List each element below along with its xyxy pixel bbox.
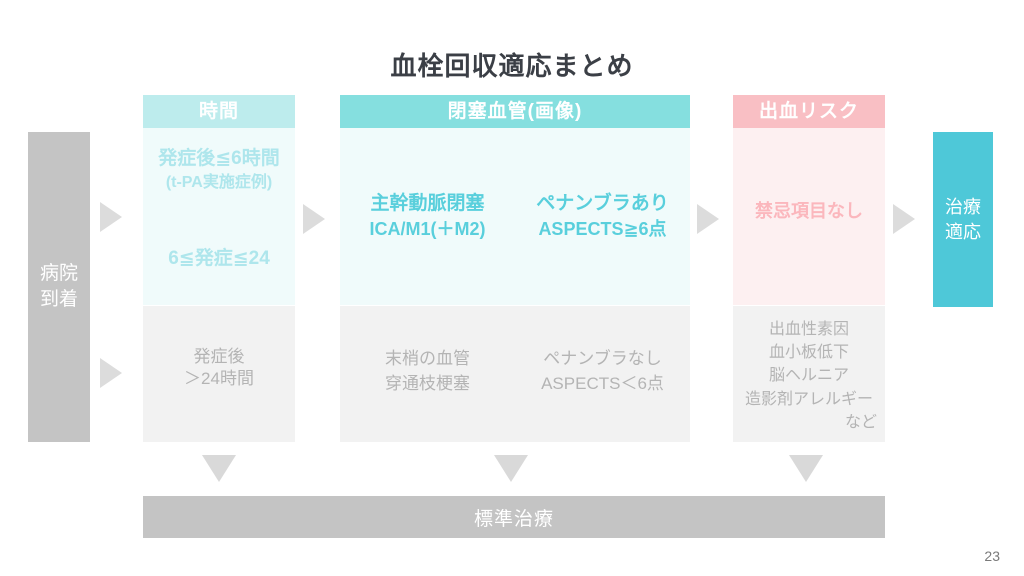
risk-eligible-label: 禁忌項目なし [755, 201, 863, 221]
time-eligible-line3: 6≦発症≦24 [168, 248, 270, 269]
hospital-arrival-label: 病院 到着 [40, 261, 78, 312]
vessel-ineligible-penumbra: ペナンブラなし ASPECTS＜6点 [515, 344, 690, 394]
time-eligible-cell: 発症後≦6時間 (t-PA実施症例) 6≦発症≦24 [143, 128, 295, 305]
treatment-indicated-box: 治療 適応 [933, 132, 993, 307]
hospital-arrival-line2: 到着 [39, 289, 78, 310]
page-title: 血栓回収適応まとめ [390, 51, 634, 81]
hospital-arrival-box: 病院 到着 [28, 132, 90, 442]
arrow-arrival-to-time-eligible-icon [100, 202, 122, 232]
column-header-vessel: 閉塞血管(画像) [340, 95, 690, 128]
risk-ineligible-line1: 出血性素因 [768, 321, 849, 338]
treatment-indicated-line2: 適応 [945, 221, 981, 242]
treatment-indicated-line1: 治療 [945, 197, 981, 218]
vessel-eligible-occlusion-line2: ICA/M1(＋M2) [369, 219, 486, 239]
treatment-indicated-label: 治療 適応 [945, 195, 981, 244]
risk-ineligible-label: 出血性素因 血小板低下 脳ヘルニア 造影剤アレルギー など [733, 318, 885, 434]
arrow-vessel-to-standard-icon [494, 455, 528, 482]
vessel-ineligible-peripheral: 末梢の血管 穿通枝梗塞 [340, 344, 515, 394]
vessel-eligible-occlusion-line1: 主幹動脈閉塞 [370, 193, 485, 214]
risk-ineligible-line4: 造影剤アレルギー [744, 390, 873, 408]
vessel-eligible-penumbra: ペナンブラあり ASPECTS≧6点 [515, 188, 690, 241]
arrow-time-to-vessel-icon [303, 204, 325, 234]
time-ineligible-line2: ＞24時間 [184, 369, 254, 389]
page-number: 23 [984, 548, 1000, 564]
column-header-risk: 出血リスク [733, 95, 885, 128]
arrow-arrival-to-time-ineligible-icon [100, 358, 122, 388]
arrow-vessel-to-risk-icon [697, 204, 719, 234]
vessel-eligible-occlusion: 主幹動脈閉塞 ICA/M1(＋M2) [340, 188, 515, 241]
time-ineligible-line1: 発症後 [193, 347, 245, 366]
arrow-risk-to-standard-icon [789, 455, 823, 482]
vessel-ineligible-peripheral-line1: 末梢の血管 [385, 349, 470, 368]
vessel-ineligible-cell: 末梢の血管 穿通枝梗塞 ペナンブラなし ASPECTS＜6点 [340, 306, 690, 442]
risk-ineligible-line3: 脳ヘルニア [768, 367, 849, 385]
vessel-ineligible-peripheral-line2: 穿通枝梗塞 [385, 374, 470, 393]
vessel-eligible-penumbra-line1: ペナンブラあり [536, 193, 669, 214]
vessel-ineligible-penumbra-line2: ASPECTS＜6点 [541, 374, 664, 393]
time-eligible-line1: 発症後≦6時間 [158, 148, 280, 169]
vessel-eligible-cell: 主幹動脈閉塞 ICA/M1(＋M2) ペナンブラあり ASPECTS≧6点 [340, 128, 690, 305]
arrow-risk-to-outcome-icon [893, 204, 915, 234]
hospital-arrival-line1: 病院 [39, 263, 78, 285]
risk-ineligible-cell: 出血性素因 血小板低下 脳ヘルニア 造影剤アレルギー など [733, 306, 885, 442]
risk-ineligible-line2: 血小板低下 [768, 344, 849, 362]
risk-ineligible-line5: など [844, 413, 877, 431]
time-eligible-line2: (t-PA実施症例) [165, 174, 273, 191]
risk-eligible-cell: 禁忌項目なし [733, 128, 885, 305]
arrow-time-to-standard-icon [202, 455, 236, 482]
vessel-eligible-penumbra-line2: ASPECTS≧6点 [538, 219, 667, 239]
column-header-time: 時間 [143, 95, 295, 128]
vessel-ineligible-penumbra-line1: ペナンブラなし [543, 349, 662, 368]
standard-treatment-bar: 標準治療 [143, 496, 885, 538]
time-ineligible-cell: 発症後 ＞24時間 [143, 306, 295, 442]
time-ineligible-label: 発症後 ＞24時間 [143, 346, 295, 391]
